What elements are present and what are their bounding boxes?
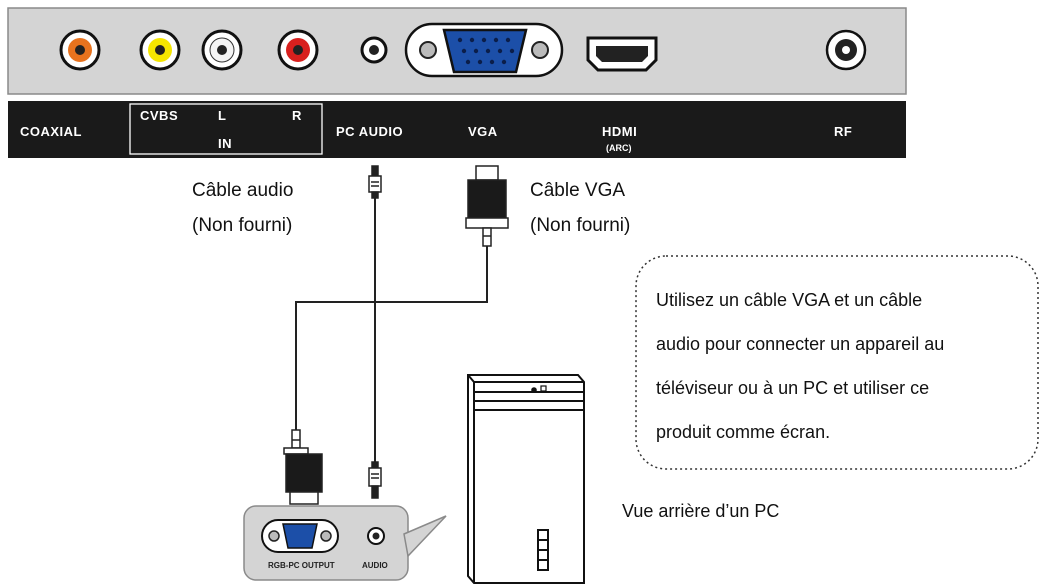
vga-cable-note: (Non fourni) — [530, 215, 631, 236]
hdmi-arc-label: (ARC) — [606, 143, 632, 153]
cvbs-label: CVBS — [140, 108, 179, 123]
rf-label: RF — [834, 124, 853, 139]
pc-audio-port-label: AUDIO — [362, 561, 388, 570]
vga-cable-line — [295, 246, 488, 430]
audio-cable-top — [368, 165, 382, 199]
pc-audio-jack — [360, 36, 388, 64]
vga-cable-top — [465, 165, 509, 247]
port-label-bar — [8, 101, 906, 158]
note-box — [635, 255, 1039, 470]
vga-cable-label: Câble VGA — [530, 180, 626, 201]
audio-left-label: L — [218, 108, 227, 123]
audio-cable-note: (Non fourni) — [192, 215, 293, 236]
cvbs-group-box — [129, 103, 323, 155]
rf-port — [825, 29, 867, 71]
note-line-3: téléviseur ou à un PC et utiliser ce — [656, 378, 930, 398]
hdmi-port — [586, 36, 658, 72]
vga-port — [404, 22, 564, 78]
note-line-2: audio pour connecter un appareil au — [656, 334, 945, 354]
pc-audio-label: PC AUDIO — [336, 124, 404, 139]
audio-right-jack — [277, 29, 319, 71]
audio-cable-bottom — [368, 461, 382, 499]
audio-right-label: R — [292, 108, 302, 123]
pc-tower — [467, 374, 585, 584]
coaxial-label: COAXIAL — [20, 124, 82, 139]
hdmi-label: HDMI — [602, 124, 638, 139]
vga-label: VGA — [468, 124, 498, 139]
pc-rear-panel — [243, 505, 447, 581]
pc-rear-view-label: Vue arrière d’un PC — [622, 501, 780, 521]
note-line-1: Utilisez un câble VGA et un câble — [656, 290, 923, 310]
cvbs-jack — [139, 29, 181, 71]
rgb-pc-output-label: RGB-PC OUTPUT — [268, 561, 335, 570]
audio-left-jack — [201, 29, 243, 71]
coaxial-jack — [59, 29, 101, 71]
vga-cable-bottom — [283, 429, 323, 505]
audio-cable-label: Câble audio — [192, 180, 294, 201]
note-line-4: produit comme écran. — [656, 422, 831, 442]
input-group-label: IN — [218, 136, 232, 151]
